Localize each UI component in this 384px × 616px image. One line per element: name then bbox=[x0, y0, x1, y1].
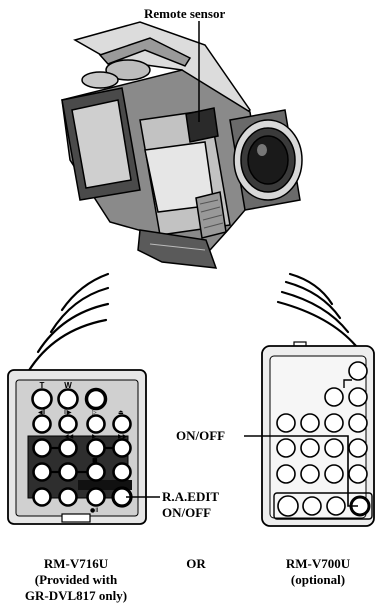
button-letter-w: W bbox=[64, 381, 72, 390]
left-remote-note-2: GR-DVL817 only) bbox=[6, 588, 146, 603]
on-off-label: ON/OFF bbox=[176, 428, 225, 443]
remote-right-icon bbox=[262, 342, 374, 526]
svg-text:⏏: ⏏ bbox=[118, 409, 124, 416]
svg-text:▷: ▷ bbox=[92, 409, 97, 416]
svg-text:Ⅱ▶: Ⅱ▶ bbox=[64, 409, 72, 416]
svg-text:●Ⅱ: ●Ⅱ bbox=[90, 507, 98, 514]
remote-left-icon: ◀Ⅱ Ⅱ▶ ▷ ⏏ ◀◀ ▶ ▶▶ ■ ●Ⅱ T W bbox=[8, 370, 146, 524]
svg-text:▶▶: ▶▶ bbox=[118, 433, 128, 440]
or-label: OR bbox=[176, 556, 216, 571]
camcorder-icon bbox=[62, 22, 302, 268]
ra-edit-label: R.A.EDIT bbox=[162, 489, 219, 504]
remote-sensor-label: Remote sensor bbox=[144, 6, 225, 21]
right-remote-note: (optional) bbox=[262, 572, 374, 587]
ra-edit-on-off-label: ON/OFF bbox=[162, 505, 211, 520]
svg-text:◀◀: ◀◀ bbox=[64, 433, 74, 440]
svg-text:◀Ⅱ: ◀Ⅱ bbox=[38, 409, 46, 416]
svg-text:▶: ▶ bbox=[92, 433, 97, 440]
left-remote-note-1: (Provided with bbox=[6, 572, 146, 587]
right-remote-model: RM-V700U bbox=[262, 556, 374, 571]
left-remote-model: RM-V716U bbox=[6, 556, 146, 571]
button-letter-t: T bbox=[40, 381, 45, 390]
svg-text:■: ■ bbox=[92, 457, 98, 464]
